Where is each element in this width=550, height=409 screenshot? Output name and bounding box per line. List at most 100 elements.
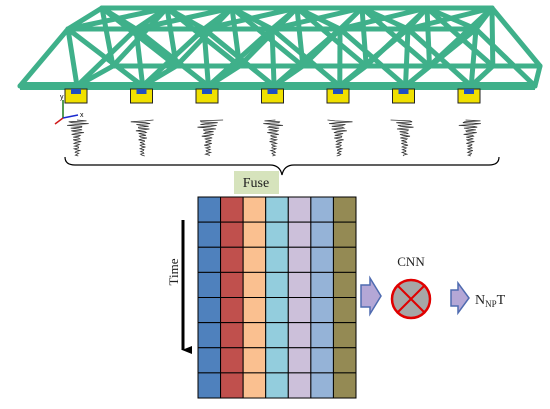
sensor xyxy=(64,88,88,104)
sensor xyxy=(130,88,153,104)
grid-cell xyxy=(310,246,334,273)
grid-cell xyxy=(265,221,289,248)
truss-member xyxy=(133,26,211,89)
grid-cell xyxy=(242,347,267,374)
grid-cell xyxy=(332,246,357,273)
truss-member xyxy=(294,5,343,32)
signal-trace xyxy=(458,119,481,157)
vibration-signals xyxy=(67,119,481,157)
grid-cell xyxy=(197,221,222,248)
truss-member xyxy=(424,5,432,69)
z-axis-line xyxy=(54,117,64,125)
grid-cell xyxy=(310,372,334,399)
truss-member xyxy=(532,63,543,89)
grid-cell xyxy=(332,322,357,349)
truss-member xyxy=(294,5,369,69)
truss-member xyxy=(17,26,71,89)
signal-trace xyxy=(263,119,284,157)
grid-cell xyxy=(310,347,334,374)
grid-cell xyxy=(220,196,244,223)
grid-cell xyxy=(287,347,312,374)
fuse-brace xyxy=(64,156,500,176)
truss-member xyxy=(65,26,80,89)
fused-data-grid xyxy=(197,196,357,399)
sensor-row xyxy=(64,88,481,104)
grid-cell xyxy=(265,196,289,223)
grid-cell xyxy=(242,297,267,324)
truss-member xyxy=(473,26,538,89)
truss-member xyxy=(269,26,277,89)
grid-cell xyxy=(287,221,312,248)
grid-cell xyxy=(310,221,334,248)
grid-cell xyxy=(287,322,312,349)
signal-trace xyxy=(327,119,353,157)
fuse-label: Fuse xyxy=(243,176,269,191)
grid-cell xyxy=(220,246,244,273)
grid-cell xyxy=(197,246,222,273)
grid-cell xyxy=(310,196,334,223)
grid-cell xyxy=(197,297,222,324)
x-axis-line xyxy=(62,114,79,119)
coordinate-axes: y x xyxy=(54,94,84,125)
truss-member xyxy=(403,26,411,89)
grid-cell xyxy=(197,347,222,374)
signal-trace xyxy=(130,119,154,157)
grid-cell xyxy=(220,221,244,248)
grid-cell xyxy=(265,372,289,399)
truss-member xyxy=(269,26,343,89)
grid-cell xyxy=(242,322,267,349)
grid-cell xyxy=(197,271,222,299)
truss-member xyxy=(359,5,369,69)
sensor xyxy=(195,88,219,104)
grid-cell xyxy=(220,347,244,374)
grid-cell xyxy=(242,221,267,248)
grid-cell xyxy=(265,322,289,349)
grid-cell xyxy=(265,347,289,374)
grid-cell xyxy=(287,372,312,399)
sensor xyxy=(261,88,284,104)
grid-cell xyxy=(220,372,244,399)
grid-cell xyxy=(242,246,267,273)
grid-cell xyxy=(242,372,267,399)
grid-cell xyxy=(287,297,312,324)
signal-trace xyxy=(390,119,414,157)
grid-cell xyxy=(332,271,357,299)
grid-cell xyxy=(310,271,334,299)
grid-cell xyxy=(332,347,357,374)
truss-deck xyxy=(20,82,535,90)
truss-member xyxy=(65,26,146,89)
sensor xyxy=(326,88,350,104)
truss-member xyxy=(164,5,207,32)
sensor xyxy=(457,88,481,104)
sensor xyxy=(392,88,415,104)
truss-member xyxy=(489,5,543,69)
truss-member xyxy=(489,5,496,69)
y-axis-label: y xyxy=(60,94,64,101)
grid-cell xyxy=(197,196,222,223)
grid-cell xyxy=(265,271,289,299)
truss-bridge xyxy=(17,5,543,90)
output-label: NNPT xyxy=(475,293,506,309)
grid-cell xyxy=(332,372,357,399)
truss-member xyxy=(359,5,411,32)
arrow-to-output xyxy=(450,280,470,316)
arrow-to-cnn xyxy=(360,275,382,317)
grid-cell xyxy=(220,322,244,349)
x-axis-label: x xyxy=(80,112,84,119)
signal-trace xyxy=(67,119,89,157)
grid-cell xyxy=(242,271,267,299)
truss-member xyxy=(201,26,277,89)
truss-member xyxy=(424,5,479,32)
grid-cell xyxy=(332,297,357,324)
grid-cell xyxy=(197,372,222,399)
grid-cell xyxy=(220,297,244,324)
grid-cell xyxy=(287,246,312,273)
grid-cell xyxy=(310,297,334,324)
truss-member xyxy=(99,5,139,32)
grid-cell xyxy=(265,246,289,273)
grid-cell xyxy=(332,196,357,223)
truss-member xyxy=(359,5,432,69)
grid-cell xyxy=(242,196,267,223)
grid-cell xyxy=(197,322,222,349)
